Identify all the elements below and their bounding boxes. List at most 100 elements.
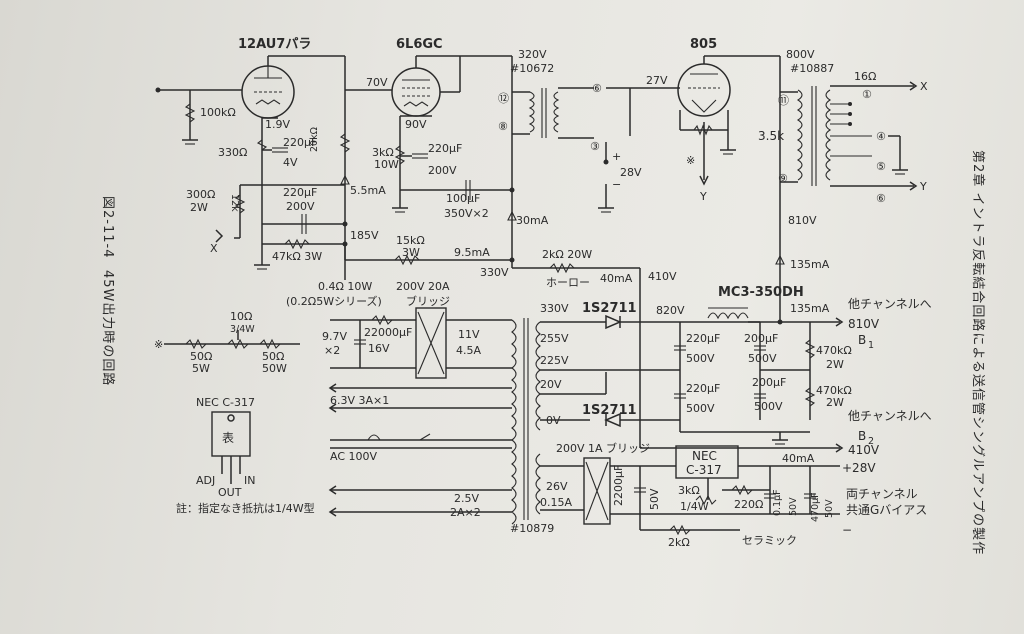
figure-number: 図2-11-4 xyxy=(100,196,115,258)
tube-805 xyxy=(677,63,731,117)
v97-label: 9.7V xyxy=(322,330,347,343)
y-input-label: Y xyxy=(699,190,707,203)
to-other-channel-2: 他チャンネルへ xyxy=(848,409,932,423)
v810a-label: 810V xyxy=(788,214,817,227)
v320-label: 320V xyxy=(518,48,547,61)
capB-label: 220μF xyxy=(686,382,720,395)
r10-watt: 3/4W xyxy=(230,324,255,335)
tube-805-label: 805 xyxy=(690,37,717,52)
transformer-10879-label: #10879 xyxy=(510,522,554,535)
capC-volt: 500V xyxy=(748,352,777,365)
minus-label: − xyxy=(612,178,621,191)
pin8-label: ⑧ xyxy=(498,120,508,133)
bridge1-type: ブリッジ xyxy=(406,294,450,308)
tap330-label: 330V xyxy=(540,302,569,315)
tube-12au7 xyxy=(241,65,295,119)
capD-label: 200μF xyxy=(752,376,786,389)
b2-label: B xyxy=(858,429,866,443)
pin12-label: ⑫ xyxy=(498,92,509,105)
c01v-label: 50V xyxy=(788,497,799,516)
minus2-label: − xyxy=(842,523,852,537)
capC-label: 200μF xyxy=(744,332,778,345)
tap255-label: 255V xyxy=(540,332,569,345)
r300-label: 300Ω xyxy=(186,188,215,201)
c22000v-label: 16V xyxy=(368,342,390,355)
plus-label: + xyxy=(612,150,621,163)
v11-label: 11V xyxy=(458,328,480,341)
ceramic-label: セラミック xyxy=(742,534,797,547)
a2x2-label: 2A×2 xyxy=(450,506,481,519)
pin3-label: ③ xyxy=(590,140,600,153)
r15k-label: 15kΩ xyxy=(396,234,425,247)
r04-label: 0.4Ω 10W xyxy=(318,280,372,293)
ma55-label: 5.5mA xyxy=(350,184,386,197)
v28-label: 28V xyxy=(620,166,642,179)
figure-title: 45W出力時の回路 xyxy=(100,270,116,386)
tap4-label: ④ xyxy=(876,130,886,143)
v810b-label: 810V xyxy=(848,317,880,331)
r2k-label: 2kΩ 20W xyxy=(542,248,592,261)
asterisk-note: ※ xyxy=(686,154,695,167)
c100-label: 100μF xyxy=(446,192,480,205)
bridge2-type: ブリッジ xyxy=(606,441,650,455)
tube-6l6gc xyxy=(391,67,441,117)
r50a-watt: 5W xyxy=(192,362,210,375)
c220-200-label: 220μF xyxy=(283,186,317,199)
regulator-label-bottom: C-317 xyxy=(686,463,722,477)
c4v-label: 4V xyxy=(283,156,298,169)
b1-label: B xyxy=(858,333,866,347)
nec-pinout-title: NEC C-317 xyxy=(196,396,255,409)
r02-label: (0.2Ω5Wシリーズ) xyxy=(286,294,382,308)
adj-pin-label: ADJ xyxy=(196,474,215,487)
both-channel-label: 両チャンネル xyxy=(846,487,918,501)
capA-label: 220μF xyxy=(686,332,720,345)
v330-label: 330V xyxy=(480,266,509,279)
v-1-9-label: 1.9V xyxy=(265,118,290,131)
v25-label: 2.5V xyxy=(454,492,479,505)
diode2-label: 1S2711 xyxy=(582,403,637,418)
tap1-label: ① xyxy=(862,88,872,101)
c01-label: 0.1μF xyxy=(772,489,783,516)
choke-label: MC3-350DH xyxy=(718,285,804,300)
diode1-label: 1S2711 xyxy=(582,301,637,316)
r100k-label: 100kΩ xyxy=(200,106,236,119)
r300-watt: 2W xyxy=(190,201,208,214)
r470a-watt: 2W xyxy=(826,358,844,371)
a45-label: 4.5A xyxy=(456,344,481,357)
b1-sub: 1 xyxy=(868,340,874,351)
v28b-label: +28V xyxy=(842,461,876,475)
v820-label: 820V xyxy=(656,304,685,317)
pin11-label: ⑪ xyxy=(778,94,789,107)
tube-6l6gc-label: 6L6GC xyxy=(396,37,443,52)
out-pin-label: OUT xyxy=(218,486,242,499)
r3kB-watt: 1/4W xyxy=(680,500,709,513)
tube-12au7-label: 12AU7パラ xyxy=(238,37,311,52)
pin9-label: ⑨ xyxy=(778,172,788,185)
tap225-label: 225V xyxy=(540,354,569,367)
ohm16-label: 16Ω xyxy=(854,70,876,83)
ma40b-label: 40mA xyxy=(782,452,815,465)
r2kB-label: 2kΩ xyxy=(668,536,690,549)
v410b-label: 410V xyxy=(848,443,880,457)
v410-label: 410V xyxy=(648,270,677,283)
regulator-label-top: NEC xyxy=(692,449,717,463)
bridge1-label: 200V 20A xyxy=(396,280,450,293)
r470b-watt: 2W xyxy=(826,396,844,409)
r12k-label: 12k xyxy=(229,194,240,212)
r15k-watt: 3W xyxy=(402,246,420,259)
y-feedback-label: Y xyxy=(919,180,927,193)
r10-label: 10Ω xyxy=(230,310,252,323)
v800-label: 800V xyxy=(786,48,815,61)
r470b-label: 470kΩ xyxy=(816,384,852,397)
v27-label: 27V xyxy=(646,74,668,87)
to-other-channel-1: 他チャンネルへ xyxy=(848,297,932,311)
tap6-label: ⑥ xyxy=(876,192,886,205)
c6lv-label: 200V xyxy=(428,164,457,177)
v26-label: 26V xyxy=(546,480,568,493)
impedance-label: 3.5k xyxy=(758,129,784,143)
c200v-label: 200V xyxy=(286,200,315,213)
c470v-label: 50V xyxy=(824,499,835,518)
front-label: 表 xyxy=(222,431,234,445)
ma30-label: 30mA xyxy=(516,214,549,227)
